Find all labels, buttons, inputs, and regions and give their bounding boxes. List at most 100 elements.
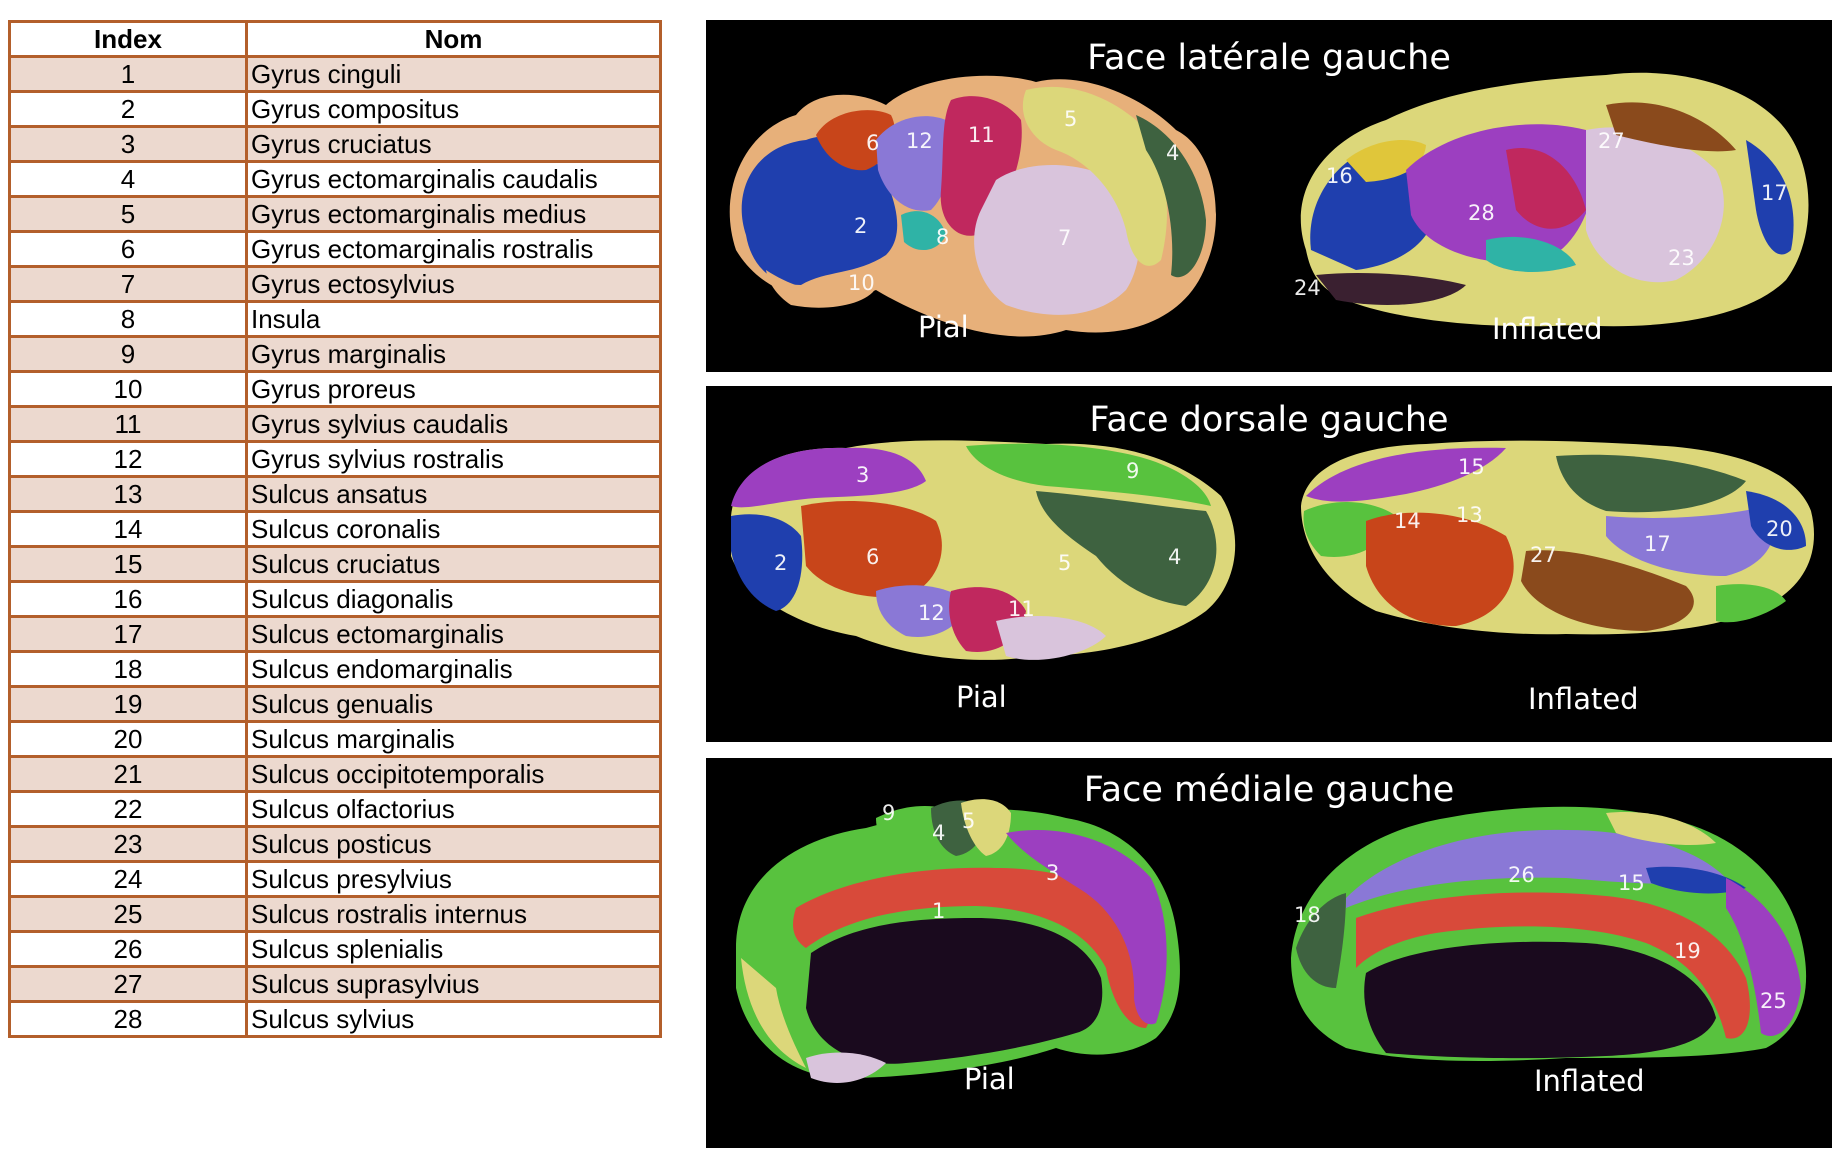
row-name-cell: Sulcus coronalis <box>245 510 662 548</box>
row-index-cell: 18 <box>8 650 248 688</box>
lateral-pial-number: 4 <box>1166 141 1179 165</box>
row-name-cell: Gyrus cruciatus <box>245 125 662 163</box>
row-index-cell: 1 <box>8 55 248 93</box>
medial-inflated-number: 25 <box>1760 989 1787 1013</box>
row-name-cell: Sulcus sylvius <box>245 1000 662 1038</box>
row-index-cell: 14 <box>8 510 248 548</box>
row-name-cell: Sulcus ansatus <box>245 475 662 513</box>
dorsal-inflated-region-upper <box>1556 454 1746 513</box>
lateral-inflated-number: 27 <box>1598 129 1625 153</box>
dorsal-inflated-number: 15 <box>1458 455 1485 479</box>
row-name-cell: Sulcus cruciatus <box>245 545 662 583</box>
row-name-cell: Gyrus ectomarginalis medius <box>245 195 662 233</box>
dorsal-pial-region-6 <box>801 501 942 598</box>
row-name-cell: Sulcus suprasylvius <box>245 965 662 1003</box>
row-index-cell: 10 <box>8 370 248 408</box>
row-index-cell: 11 <box>8 405 248 443</box>
lateral-pial-region-5 <box>1022 86 1167 266</box>
row-name-cell: Sulcus presylvius <box>245 860 662 898</box>
panel-lateral: 6 12 11 5 4 2 8 7 10 27 16 28 17 23 24 F… <box>706 20 1832 372</box>
medial-pial-region-callosal <box>806 918 1103 1064</box>
medial-inflated-region-26 <box>1346 829 1726 908</box>
lateral-inflated-region-teal <box>1486 236 1576 272</box>
lateral-inflated-number: 28 <box>1468 201 1495 225</box>
row-index-cell: 22 <box>8 790 248 828</box>
medial-pial-number: 1 <box>932 899 945 923</box>
dorsal-inflated-region-20 <box>1746 491 1806 550</box>
row-index-cell: 12 <box>8 440 248 478</box>
medial-pial-label: Pial <box>964 1062 1015 1096</box>
lateral-pial-region-12 <box>876 116 951 211</box>
lateral-pial-label: Pial <box>918 310 969 344</box>
row-index-cell: 21 <box>8 755 248 793</box>
lateral-inflated-region-24 <box>1316 273 1466 305</box>
lateral-pial-region-10 <box>766 270 876 308</box>
lateral-pial-region-2 <box>741 136 898 285</box>
row-index-cell: 25 <box>8 895 248 933</box>
dorsal-pial-label: Pial <box>956 680 1007 714</box>
panel-dorsal-title: Face dorsale gauche <box>1089 400 1449 440</box>
dorsal-pial-number: 5 <box>1058 551 1071 575</box>
dorsal-inflated-region-13 <box>1366 512 1514 626</box>
row-index-cell: 26 <box>8 930 248 968</box>
row-name-cell: Sulcus diagonalis <box>245 580 662 618</box>
dorsal-pial-number: 2 <box>774 551 787 575</box>
dorsal-inflated-surface <box>1301 440 1814 635</box>
row-name-cell: Sulcus genualis <box>245 685 662 723</box>
row-index-cell: 2 <box>8 90 248 128</box>
medial-pial-region-1 <box>793 867 1158 1028</box>
lateral-inflated-number: 17 <box>1761 181 1788 205</box>
lateral-pial-region-6 <box>816 110 895 171</box>
row-index-cell: 20 <box>8 720 248 758</box>
table-header-row: Index Nom <box>8 20 662 58</box>
row-index-cell: 6 <box>8 230 248 268</box>
dorsal-pial-number: 9 <box>1126 459 1139 483</box>
dorsal-pial-number: 4 <box>1168 545 1181 569</box>
row-name-cell: Gyrus ectomarginalis rostralis <box>245 230 662 268</box>
medial-inflated-region-25 <box>1726 878 1801 1036</box>
dorsal-pial-number: 11 <box>1008 597 1035 621</box>
lateral-inflated-region-27 <box>1606 102 1736 152</box>
dorsal-brain-views: 3 9 6 2 5 4 12 11 15 14 13 20 17 27 <box>731 440 1814 660</box>
medial-inflated-region-top <box>1606 812 1716 845</box>
row-index-cell: 24 <box>8 860 248 898</box>
medial-inflated-surface <box>1291 806 1807 1061</box>
dorsal-pial-region-3 <box>731 447 926 508</box>
dorsal-pial-region-9 <box>966 443 1211 506</box>
lateral-pial-number: 11 <box>968 123 995 147</box>
row-index-cell: 28 <box>8 1000 248 1038</box>
row-index-cell: 4 <box>8 160 248 198</box>
medial-inflated-region-19 <box>1356 892 1750 1039</box>
panel-medial: 9 4 5 3 1 26 15 18 19 25 Face médiale ga… <box>706 758 1832 1148</box>
dorsal-pial-number: 6 <box>866 545 879 569</box>
row-name-cell: Gyrus sylvius caudalis <box>245 405 662 443</box>
dorsal-pial-region-lower <box>996 616 1106 660</box>
row-name-cell: Insula <box>245 300 662 338</box>
row-name-cell: Sulcus posticus <box>245 825 662 863</box>
lateral-pial-number: 12 <box>906 129 933 153</box>
lateral-inflated-surface <box>1300 72 1809 327</box>
medial-brain-views: 9 4 5 3 1 26 15 18 19 25 <box>736 799 1807 1083</box>
panel-medial-title: Face médiale gauche <box>1083 770 1455 810</box>
medial-pial-number: 5 <box>962 809 975 833</box>
row-index-cell: 17 <box>8 615 248 653</box>
row-index-cell: 9 <box>8 335 248 373</box>
row-name-cell: Gyrus sylvius rostralis <box>245 440 662 478</box>
row-name-cell: Sulcus olfactorius <box>245 790 662 828</box>
lateral-pial-number: 6 <box>866 131 879 155</box>
